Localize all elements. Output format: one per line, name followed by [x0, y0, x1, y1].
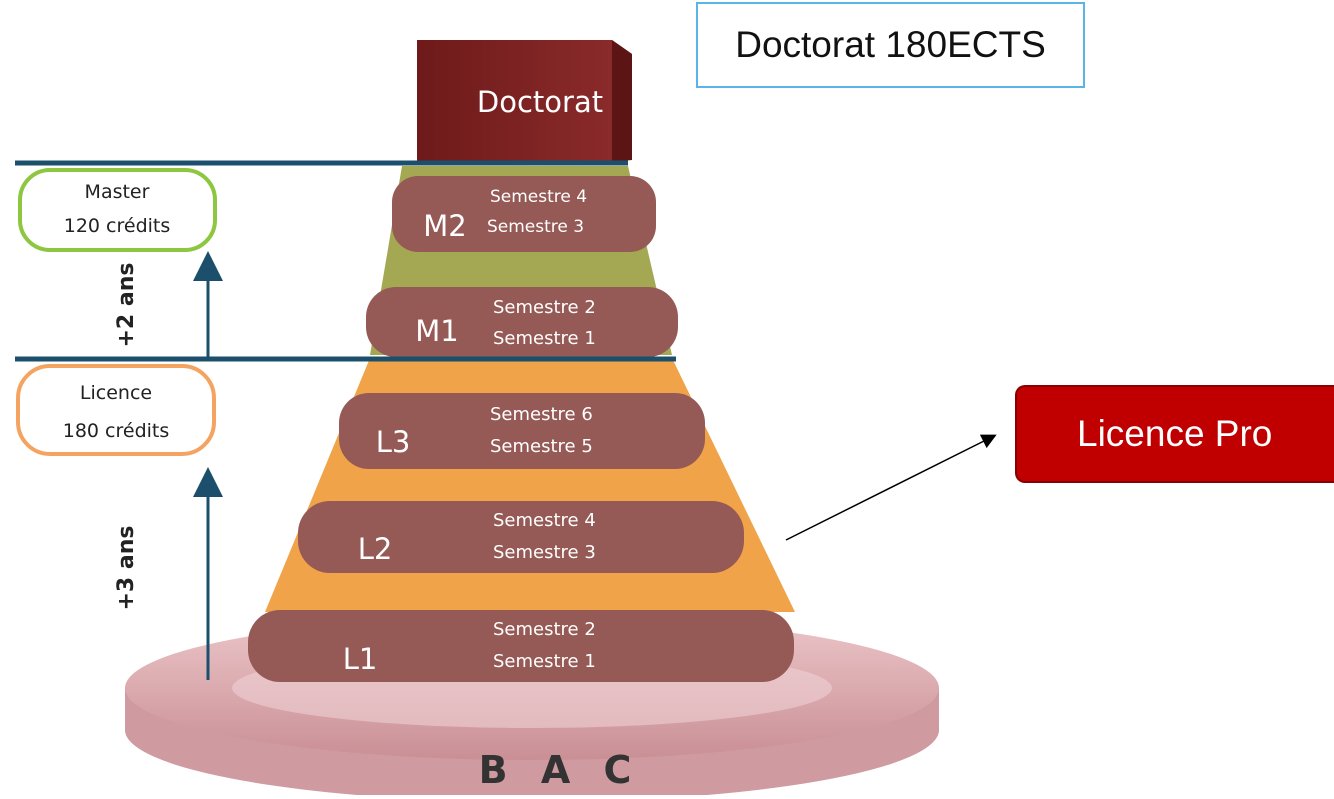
level-m1: M1 Semestre 2 Semestre 1: [366, 287, 678, 357]
doctorat-ects-box: Doctorat 180ECTS: [696, 2, 1085, 88]
licence-pro-pointer: [785, 434, 997, 541]
semester-label: Semestre 1: [493, 651, 596, 672]
semester-label: Semestre 2: [493, 297, 596, 318]
level-l3: L3 Semestre 6 Semestre 5: [339, 393, 705, 469]
semester-label: Semestre 2: [493, 619, 596, 640]
level-l1: L1 Semestre 2 Semestre 1: [248, 610, 794, 682]
level-l2: L2 Semestre 4 Semestre 3: [298, 501, 744, 573]
master-badge-credits: 120 crédits: [64, 215, 171, 237]
master-badge-title: Master: [85, 181, 150, 203]
licence-badge-credits: 180 crédits: [63, 420, 170, 442]
licence-badge-title: Licence: [80, 382, 152, 404]
master-duration-label: +2 ans: [114, 262, 139, 347]
level-code: M1: [415, 314, 458, 348]
level-code: L1: [343, 642, 378, 676]
level-code: L3: [376, 425, 411, 459]
level-code: M2: [423, 209, 466, 243]
semester-label: Semestre 4: [493, 510, 596, 531]
licence-badge: [16, 364, 216, 456]
semester-label: Semestre 3: [493, 542, 596, 563]
bac-label: B A C: [479, 748, 642, 792]
level-m2: M2 Semestre 4 Semestre 3: [392, 176, 656, 252]
doctorat-ects-label: Doctorat 180ECTS: [735, 24, 1046, 65]
doctorat-label: Doctorat: [477, 85, 603, 119]
licence-duration-label: +3 ans: [114, 525, 139, 610]
level-code: L2: [358, 532, 393, 566]
licence-pro-box: Licence Pro: [1015, 385, 1334, 483]
semester-label: Semestre 5: [490, 436, 593, 457]
doctorat-block: [417, 40, 632, 162]
licence-pro-label: Licence Pro: [1077, 413, 1273, 454]
semester-label: Semestre 4: [490, 187, 587, 207]
semester-label: Semestre 6: [490, 404, 593, 425]
master-badge: [18, 168, 217, 252]
semester-label: Semestre 3: [487, 217, 584, 237]
semester-label: Semestre 1: [493, 328, 596, 349]
